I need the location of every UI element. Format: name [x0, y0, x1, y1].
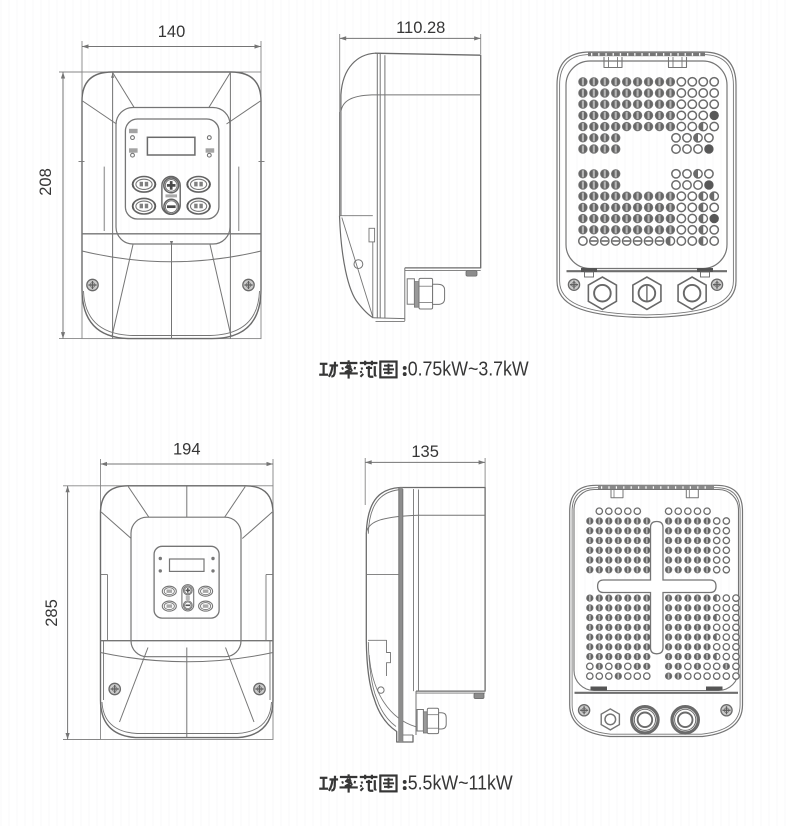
svg-text:0.75kW~3.7kW: 0.75kW~3.7kW — [408, 358, 530, 380]
svg-text:140: 140 — [158, 23, 186, 41]
svg-text:135: 135 — [411, 443, 439, 461]
svg-text:208: 208 — [37, 168, 55, 196]
svg-text:194: 194 — [173, 441, 201, 459]
svg-text:110.28: 110.28 — [396, 19, 445, 37]
svg-text:285: 285 — [43, 599, 61, 627]
svg-text:5.5kW~11kW: 5.5kW~11kW — [408, 772, 514, 794]
